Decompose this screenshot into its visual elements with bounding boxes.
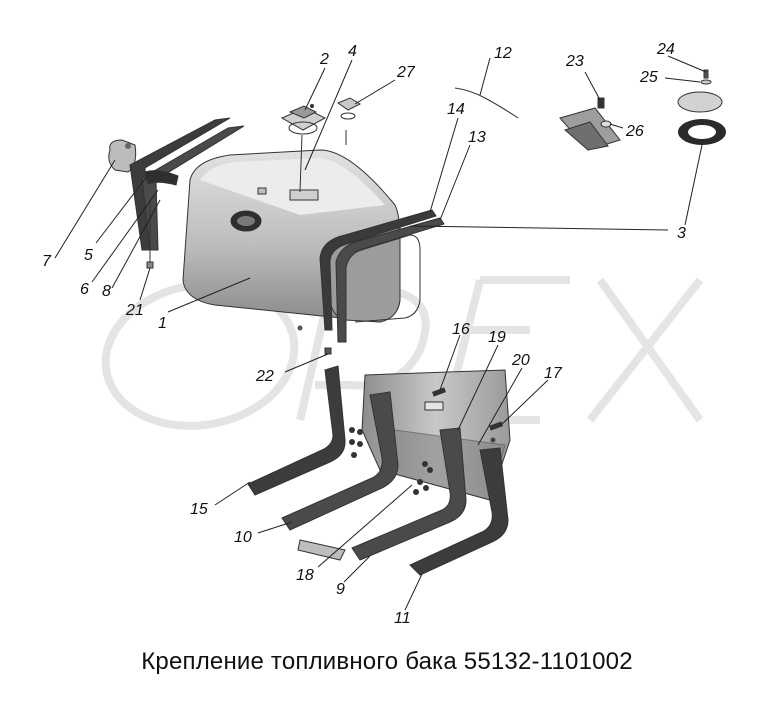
callout-10: 10 [234, 529, 252, 546]
cap-3-assembly [677, 69, 726, 145]
diagram-title: Крепление топливного бака 55132-1101002 [141, 648, 633, 675]
callout-23: 23 [565, 53, 584, 70]
filler-neck-rim [237, 216, 255, 226]
strap-5 [129, 117, 231, 251]
strap-14 [319, 209, 437, 331]
callout-18: 18 [296, 567, 314, 584]
callout-13: 13 [468, 129, 486, 146]
callout-labels: 2 4 27 12 23 24 25 14 13 26 3 7 5 6 8 21… [42, 41, 686, 627]
callout-2: 2 [319, 51, 329, 68]
strap-15 [247, 365, 346, 496]
callout-14: 14 [447, 101, 465, 118]
tank-drain-plug [297, 325, 303, 331]
cap-27-assembly [336, 97, 362, 145]
callout-3: 3 [677, 225, 686, 242]
nuts-mid [413, 461, 433, 495]
callout-1: 1 [158, 315, 167, 332]
callout-9: 9 [336, 581, 345, 598]
screw-24 [703, 69, 709, 79]
pad-18 [297, 539, 346, 561]
strap-11 [409, 447, 509, 576]
callout-11: 11 [394, 610, 411, 627]
callout-27: 27 [396, 64, 416, 81]
tank-top-port [289, 189, 319, 201]
sender-flange [288, 105, 318, 119]
callout-6: 6 [80, 281, 89, 298]
callout-16: 16 [452, 321, 470, 338]
callout-7: 7 [42, 253, 52, 270]
callout-17: 17 [544, 365, 563, 382]
bolt-23 [597, 97, 605, 109]
callout-26: 26 [625, 123, 644, 140]
fuel-level-sender [280, 104, 327, 193]
lower-bracket [349, 369, 511, 501]
leader-lines [54, 55, 707, 611]
nuts-left [349, 427, 363, 458]
strap-9 [351, 427, 467, 561]
washer-26 [600, 120, 612, 128]
bolt-22 [324, 347, 332, 355]
callout-25: 25 [639, 69, 658, 86]
filler-cap-clamp [108, 117, 245, 269]
tank-straps-13-14 [319, 209, 445, 343]
callout-19: 19 [488, 329, 506, 346]
callout-20: 20 [511, 352, 530, 369]
strap-end-box [354, 234, 421, 323]
callout-15: 15 [190, 501, 208, 518]
callout-22: 22 [255, 368, 274, 385]
strap-13 [335, 217, 445, 343]
callout-5: 5 [84, 247, 93, 264]
fuel-tank-exploded-diagram: 2 4 27 12 23 24 25 14 13 26 3 7 5 6 8 21… [42, 41, 726, 627]
tank-top-highlight [200, 158, 385, 215]
callout-12: 12 [494, 45, 512, 62]
callout-24: 24 [656, 41, 675, 58]
sender-ring [288, 121, 318, 135]
callout-4: 4 [348, 43, 357, 60]
callout-21: 21 [125, 302, 144, 319]
bracket-23-26 [559, 97, 621, 151]
tank-top-port-2 [257, 187, 267, 195]
cap-disc-25 [677, 91, 723, 113]
lower-straps [247, 347, 509, 576]
hose-6 [144, 170, 179, 186]
strap-10 [281, 391, 399, 531]
bolt-16 [432, 387, 446, 397]
callout-8: 8 [102, 283, 111, 300]
hose-12 [454, 87, 519, 119]
